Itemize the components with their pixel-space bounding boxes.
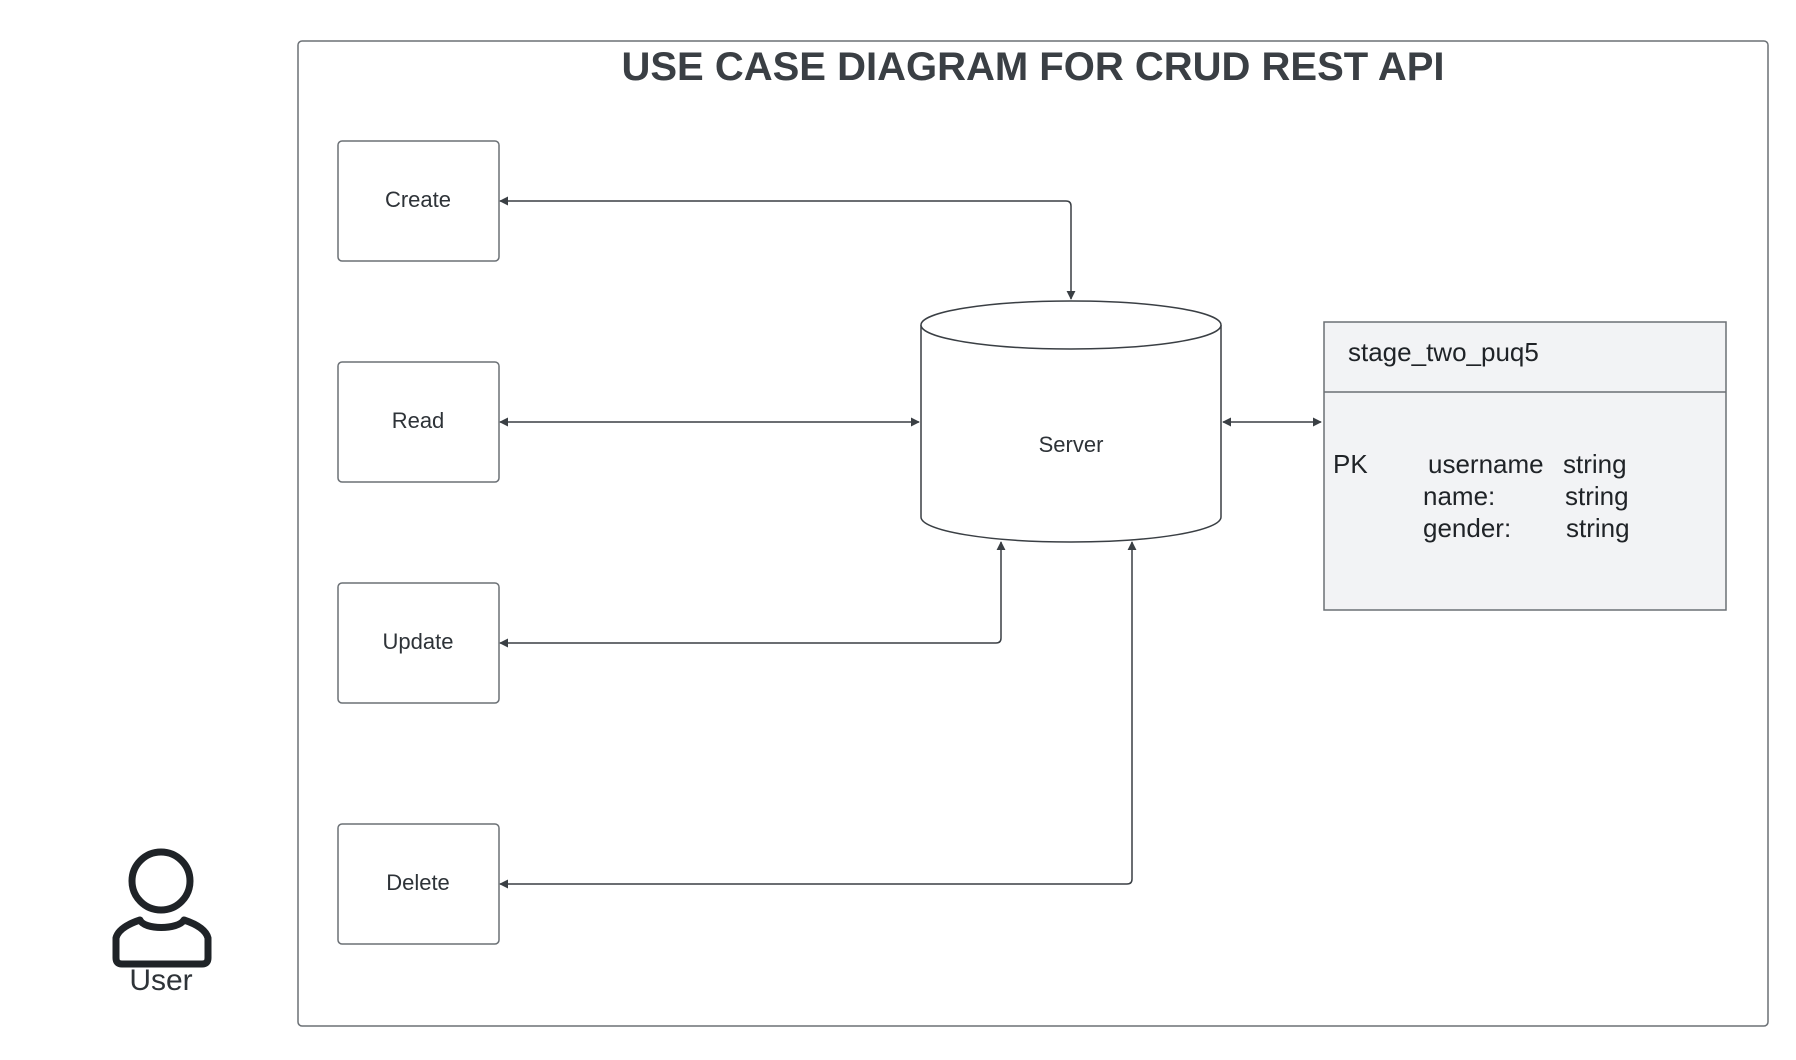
database-table[interactable]: stage_two_puq5 PK username string name: … bbox=[1323, 321, 1727, 611]
use-case-create[interactable]: Create bbox=[337, 140, 500, 262]
actor-user[interactable]: User bbox=[112, 848, 212, 997]
connector-delete-server bbox=[499, 541, 1137, 889]
field-name-name: name: bbox=[1423, 481, 1495, 511]
use-case-read[interactable]: Read bbox=[337, 361, 500, 483]
use-case-read-label: Read bbox=[392, 408, 445, 433]
use-case-update[interactable]: Update bbox=[337, 582, 500, 704]
field-type-gender: string bbox=[1566, 513, 1630, 543]
connector-create-server bbox=[499, 196, 1076, 300]
actor-label: User bbox=[129, 964, 192, 997]
use-case-update-label: Update bbox=[383, 629, 454, 654]
diagram-title: USE CASE DIAGRAM FOR CRUD REST API bbox=[621, 45, 1444, 89]
use-case-create-label: Create bbox=[385, 187, 451, 212]
table-primary-key: PK bbox=[1333, 449, 1368, 479]
use-case-delete[interactable]: Delete bbox=[337, 823, 500, 945]
user-icon bbox=[112, 848, 212, 968]
server-label: Server bbox=[1039, 432, 1104, 457]
use-case-delete-label: Delete bbox=[386, 870, 450, 895]
server-database[interactable]: Server bbox=[920, 300, 1222, 543]
field-type-name: string bbox=[1565, 481, 1629, 511]
field-name-username: username bbox=[1428, 449, 1544, 479]
field-name-gender: gender: bbox=[1423, 513, 1511, 543]
field-type-username: string bbox=[1563, 449, 1627, 479]
table-name: stage_two_puq5 bbox=[1348, 337, 1539, 367]
